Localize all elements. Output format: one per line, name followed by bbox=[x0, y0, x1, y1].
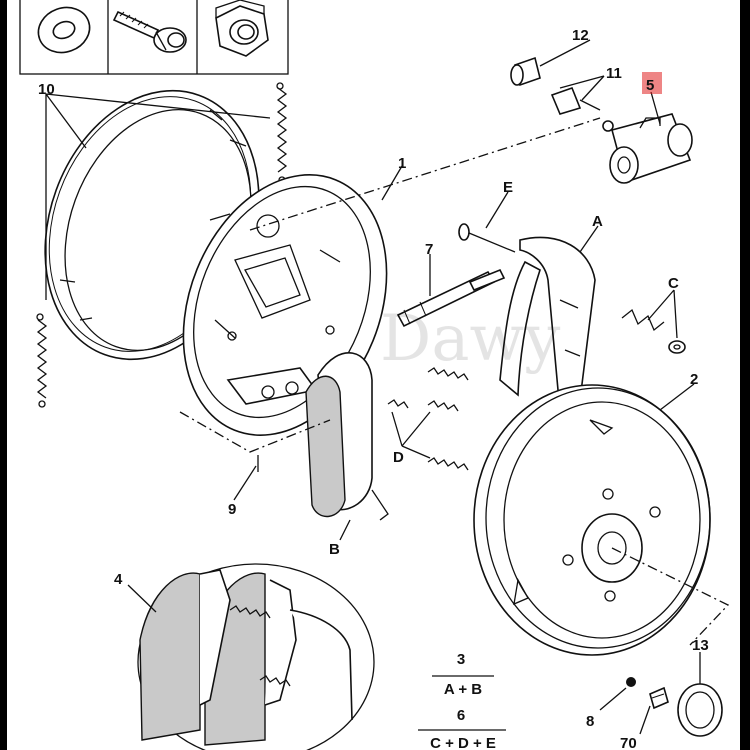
part-70 bbox=[649, 686, 669, 710]
label-4: 4 bbox=[114, 571, 123, 588]
hold-down-pin bbox=[458, 223, 516, 253]
assembly-axes bbox=[179, 117, 730, 646]
label-d: D bbox=[393, 449, 404, 466]
kit-3-number: 3 bbox=[457, 651, 465, 668]
leader-lines bbox=[45, 39, 701, 735]
nut-8 bbox=[626, 677, 636, 687]
spring-and-cup-c bbox=[621, 308, 686, 354]
bleed-screw bbox=[510, 56, 614, 132]
label-12: 12 bbox=[572, 27, 589, 44]
part-labels: 10 1 12 11 5 E 7 A C 2 D 9 B 4 13 8 70 bbox=[38, 27, 709, 750]
brake-shoe-b bbox=[305, 352, 389, 521]
kit-formulas: 3 A + B 6 C + D + E bbox=[418, 651, 506, 750]
shoe-assembly bbox=[137, 563, 375, 750]
brake-shoe-a bbox=[499, 236, 596, 414]
washer-thumbnail bbox=[37, 6, 91, 54]
brake-drum bbox=[473, 384, 711, 656]
nut-thumbnail bbox=[215, 0, 269, 57]
thumbnail-frame bbox=[19, 0, 289, 75]
label-9: 9 bbox=[228, 501, 236, 518]
small-springs-d bbox=[387, 367, 469, 471]
bolt-thumbnail bbox=[112, 10, 187, 53]
wheel-cylinder bbox=[609, 113, 693, 184]
label-a: A bbox=[592, 213, 603, 230]
label-e: E bbox=[503, 179, 513, 196]
highlight-box bbox=[642, 72, 662, 94]
label-2: 2 bbox=[690, 371, 698, 388]
adjuster-strut bbox=[396, 268, 506, 328]
fastener-thumbnails bbox=[19, 0, 289, 75]
return-springs bbox=[36, 82, 288, 408]
label-8: 8 bbox=[586, 713, 594, 730]
label-1: 1 bbox=[398, 155, 406, 172]
watermark: Dawy bbox=[380, 302, 560, 376]
kit-3-contents: A + B bbox=[444, 681, 482, 698]
label-70: 70 bbox=[620, 735, 637, 750]
kit-6-number: 6 bbox=[457, 707, 465, 724]
label-7: 7 bbox=[425, 241, 433, 258]
label-10: 10 bbox=[38, 81, 55, 98]
kit-6-contents: C + D + E bbox=[430, 735, 496, 750]
label-13: 13 bbox=[692, 637, 709, 654]
hub-nut-and-cap bbox=[626, 677, 723, 737]
label-b: B bbox=[329, 541, 340, 558]
label-5: 5 bbox=[646, 77, 654, 94]
label-c: C bbox=[668, 275, 679, 292]
label-11: 11 bbox=[606, 65, 622, 82]
